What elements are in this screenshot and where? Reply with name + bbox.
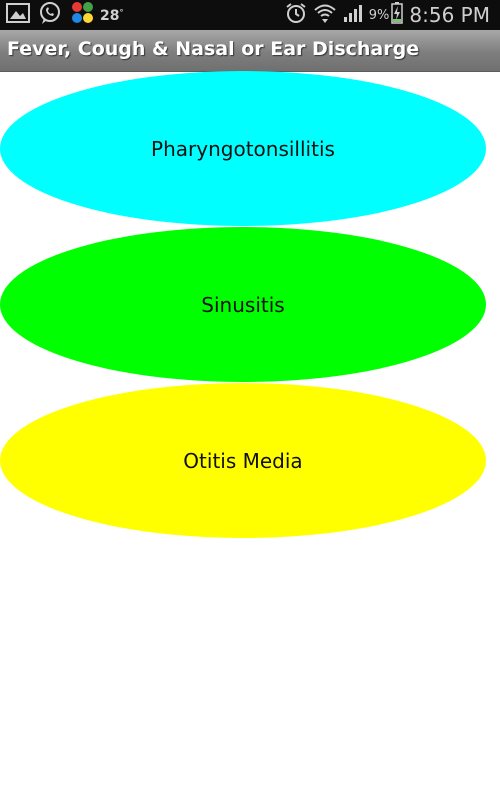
status-bar-left: 28° [6, 1, 124, 29]
gallery-icon [6, 2, 30, 28]
option-pharyngotonsillitis-button[interactable]: Pharyngotonsillitis [0, 71, 486, 226]
option-label: Otitis Media [183, 448, 303, 473]
option-otitis-media-button[interactable]: Otitis Media [0, 383, 486, 538]
status-bar: 28° 9% [0, 0, 500, 30]
battery-icon [391, 2, 404, 28]
app-title-bar: Fever, Cough & Nasal or Ear Discharge [0, 30, 500, 72]
option-label: Sinusitis [201, 292, 285, 317]
temperature-text: 28° [100, 8, 124, 24]
battery-percent-text: 9% [368, 7, 390, 23]
page-title: Fever, Cough & Nasal or Ear Discharge [7, 38, 420, 60]
option-label: Pharyngotonsillitis [151, 136, 335, 161]
clock-text: 8:56 PM [409, 3, 490, 27]
wifi-icon [313, 2, 337, 28]
alarm-icon [285, 2, 307, 28]
status-bar-right: 9% 8:56 PM [285, 0, 490, 30]
signal-icon [343, 3, 365, 27]
weather-app-icon [70, 1, 96, 29]
option-sinusitis-button[interactable]: Sinusitis [0, 227, 486, 382]
whatsapp-icon [38, 1, 62, 29]
